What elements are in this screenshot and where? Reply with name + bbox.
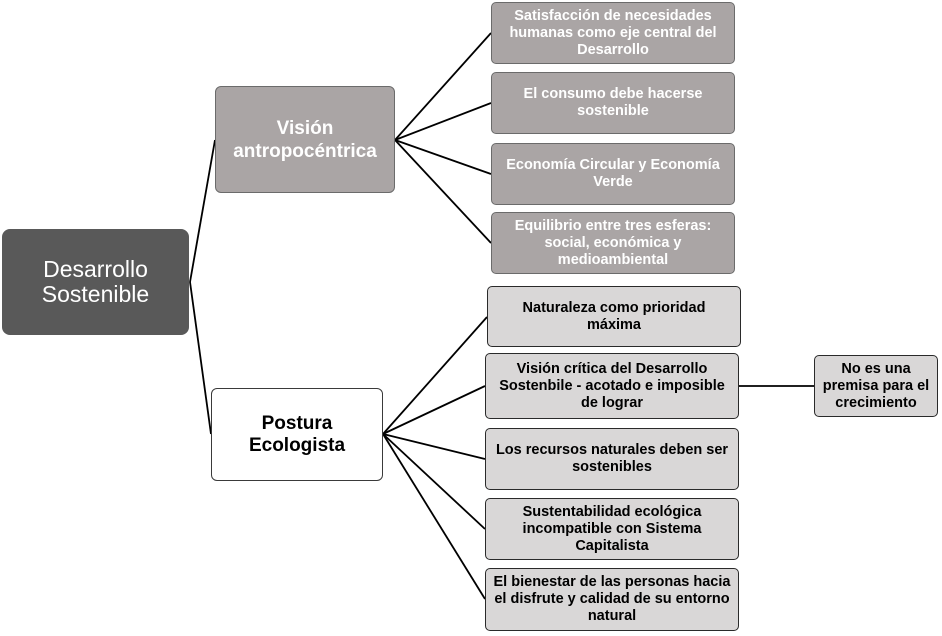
- leaf-label: Economía Circular y Economía Verde: [506, 157, 720, 190]
- connector-branch1-child2: [394, 102, 492, 141]
- connector-branch1-child4: [394, 139, 492, 244]
- leaf-node: El bienestar de las personas hacia el di…: [485, 568, 739, 631]
- leaf-label: Sustentabilidad ecológica incompatible c…: [522, 503, 702, 554]
- leaf-node: Los recursos naturales deben ser sosteni…: [485, 428, 739, 490]
- connector-root-branch2: [189, 281, 212, 435]
- leaf-label: El bienestar de las personas hacia el di…: [493, 574, 731, 624]
- extra-node: No es una premisa para el crecimiento: [814, 355, 938, 417]
- leaf-node: Economía Circular y Economía Verde: [491, 143, 735, 205]
- connector-branch2-child1: [382, 316, 488, 435]
- leaf-node: Satisfacción de necesidades humanas como…: [491, 2, 735, 64]
- branch-label: Postura Ecologista: [248, 412, 346, 456]
- leaf-node: Naturaleza como prioridad máxima: [487, 286, 741, 347]
- leaf-node: El consumo debe hacerse sostenible: [491, 72, 735, 134]
- connector-branch2-child5: [382, 433, 486, 600]
- leaf-node: Equilibrio entre tres esferas: social, e…: [491, 212, 735, 274]
- root-label: Desarrollo Sostenible: [41, 256, 150, 307]
- branch-label: Visión antropocéntrica: [233, 117, 377, 162]
- leaf-label: El consumo debe hacerse sostenible: [523, 86, 703, 119]
- leaf-label: Satisfacción de necesidades humanas como…: [509, 7, 717, 58]
- leaf-node: Visión crítica del Desarrollo Sostenbile…: [485, 353, 739, 419]
- connector-root-branch1: [189, 139, 216, 283]
- branch-node-ecologista: Postura Ecologista: [211, 388, 383, 481]
- connector-branch1-child3: [394, 139, 492, 175]
- leaf-node: Sustentabilidad ecológica incompatible c…: [485, 498, 739, 560]
- connector-branch2-child3: [382, 433, 486, 460]
- leaf-label: Visión crítica del Desarrollo Sostenbile…: [499, 360, 725, 411]
- connector-branch2-child2: [382, 385, 486, 435]
- leaf-label: Naturaleza como prioridad máxima: [522, 299, 706, 333]
- connector-branch2-child4: [382, 433, 486, 530]
- leaf-label: Equilibrio entre tres esferas: social, e…: [514, 217, 712, 268]
- leaf-label: Los recursos naturales deben ser sosteni…: [495, 442, 729, 475]
- connector-branch1-child1: [394, 32, 492, 141]
- branch-node-antropocentrica: Visión antropocéntrica: [215, 86, 395, 193]
- root-node: Desarrollo Sostenible: [2, 229, 189, 335]
- extra-label: No es una premisa para el crecimiento: [822, 360, 930, 411]
